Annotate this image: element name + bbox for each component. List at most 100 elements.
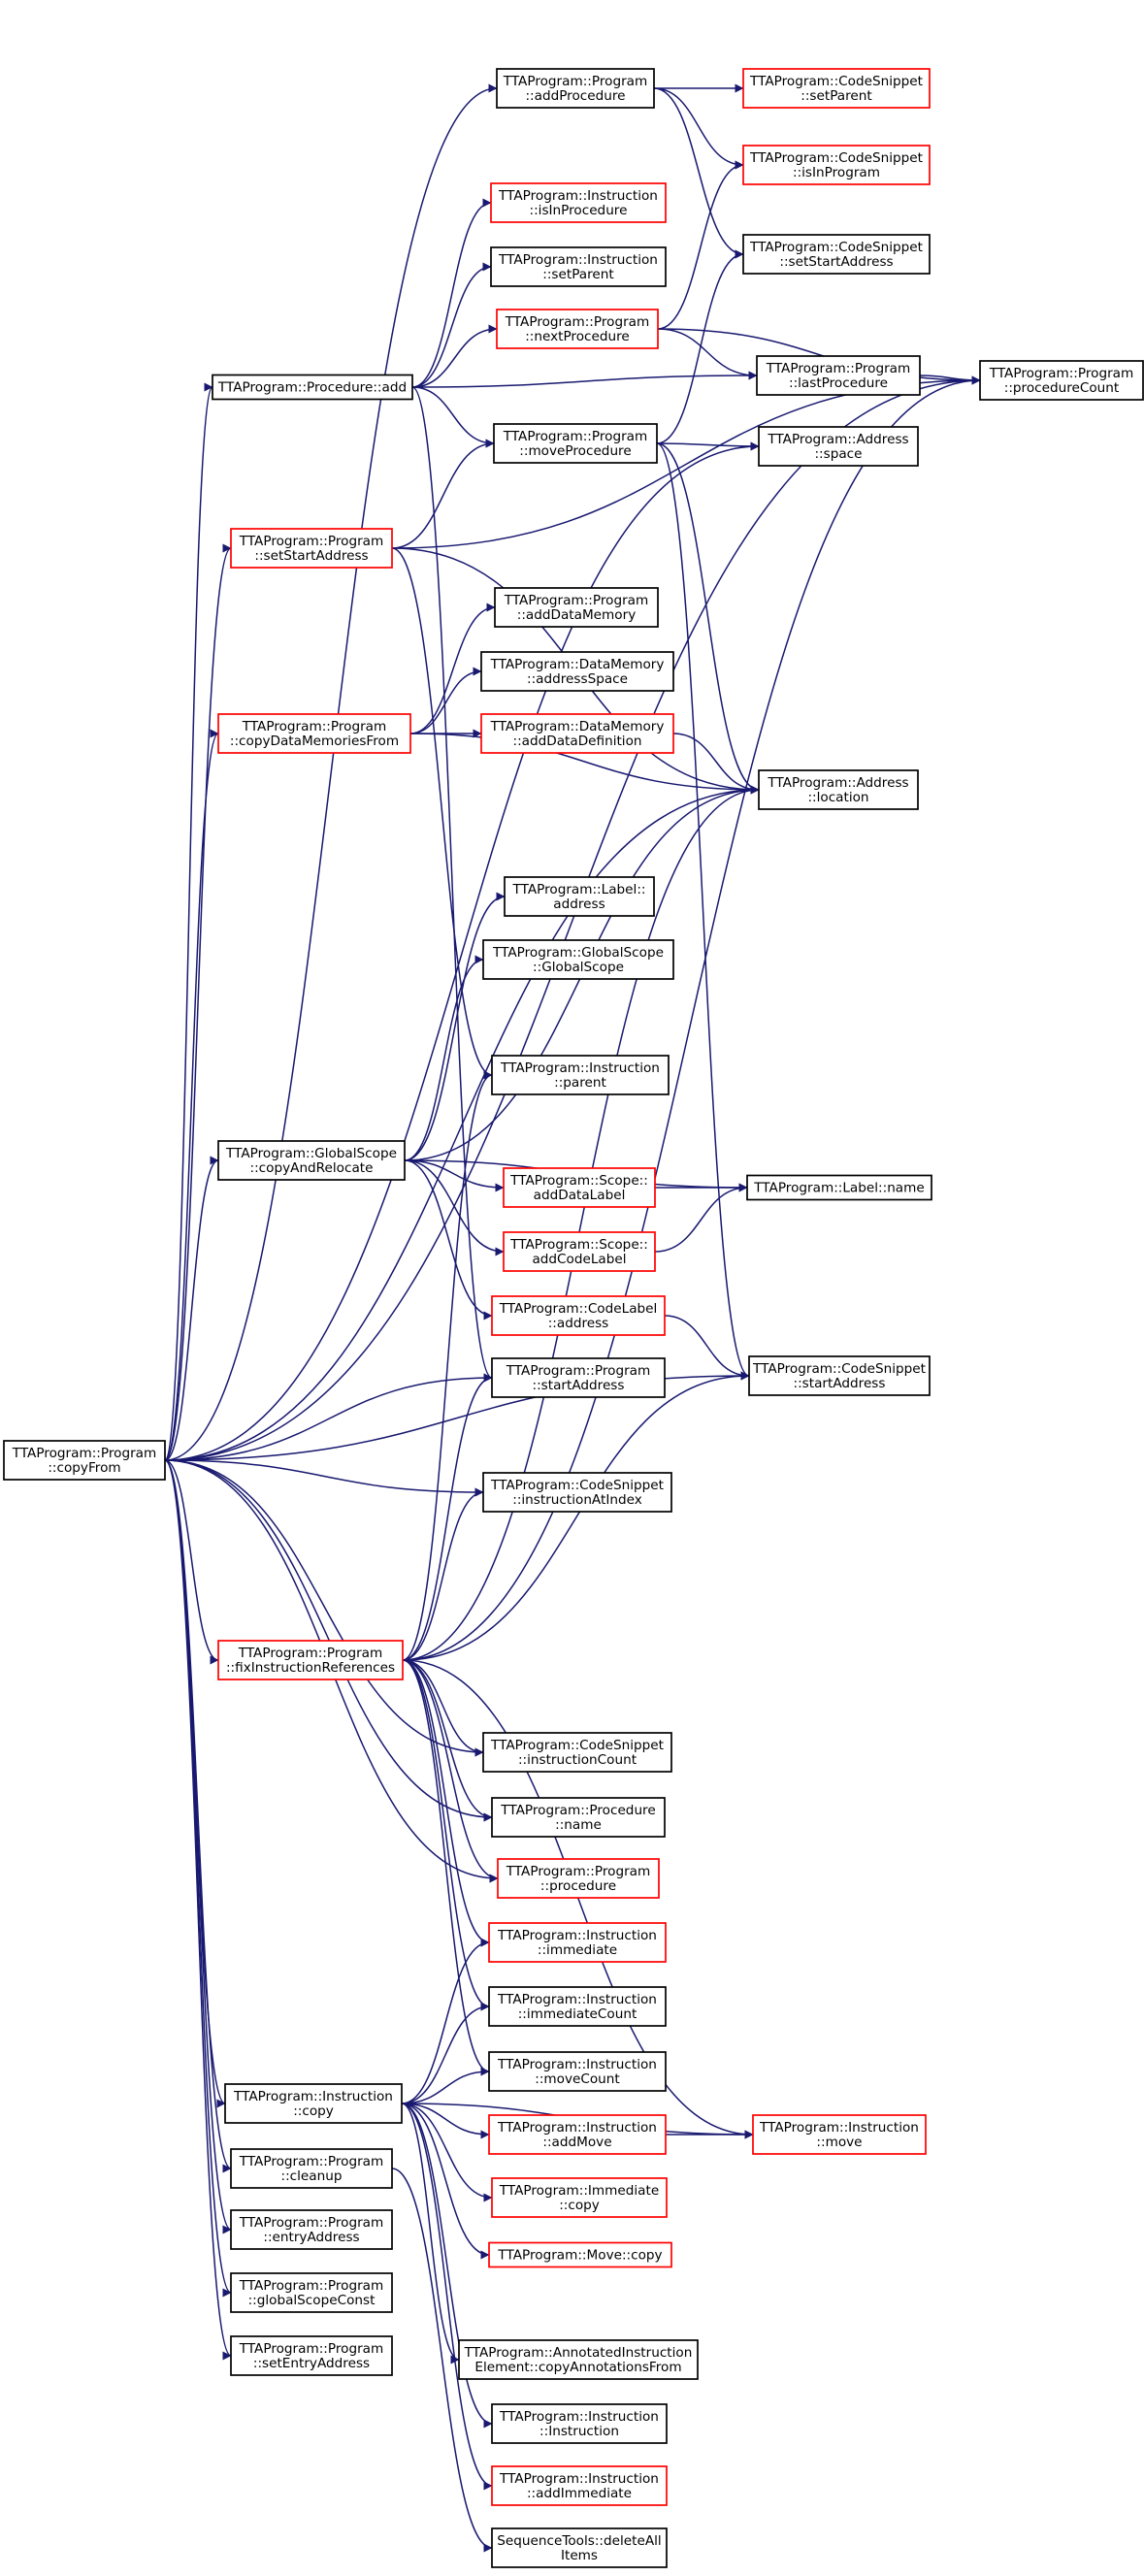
node-ins-is-in-procedure[interactable]: TTAProgram::Instruction::isInProcedure — [490, 182, 667, 223]
node-box — [493, 423, 658, 464]
node-label: TTAProgram::Instruction — [500, 1060, 660, 1076]
node-move-procedure[interactable]: TTAProgram::Program::moveProcedure — [493, 423, 658, 464]
nodes-layer: TTAProgram::Program::copyFromTTAProgram:… — [3, 68, 1144, 2568]
node-copy-from[interactable]: TTAProgram::Program::copyFrom — [3, 1440, 166, 1481]
node-label: address — [553, 897, 605, 912]
node-ins-immediate[interactable]: TTAProgram::Instruction::immediate — [488, 1922, 667, 1963]
node-label: ::startAddress — [794, 1376, 886, 1391]
edge-gs-copy-and-relocate-to-scope-add-code-label — [404, 1159, 505, 1256]
node-box — [494, 587, 659, 628]
node-prog-start-address[interactable]: TTAProgram::Program::startAddress — [491, 1357, 666, 1398]
node-label: TTAProgram::Immediate — [499, 2183, 659, 2199]
node-ins-instruction[interactable]: TTAProgram::Instruction::Instruction — [491, 2403, 668, 2444]
node-cs-is-in-program[interactable]: TTAProgram::CodeSnippet::isInProgram — [742, 145, 931, 185]
node-prog-set-entry-address[interactable]: TTAProgram::Program::setEntryAddress — [230, 2335, 393, 2376]
node-move-copy[interactable]: TTAProgram::Move::copy — [488, 2241, 672, 2268]
node-scope-add-code-label[interactable]: TTAProgram::Scope::addCodeLabel — [503, 1231, 656, 1272]
node-label: TTAProgram::Label:: — [512, 882, 646, 897]
node-label: ::copyAndRelocate — [250, 1160, 374, 1176]
node-label: TTAProgram::Address — [767, 775, 908, 791]
node-label: ::setEntryAddress — [253, 2356, 370, 2371]
node-prog-global-scope-const[interactable]: TTAProgram::Program::globalScopeConst — [230, 2272, 393, 2313]
node-label: TTAProgram::Instruction — [497, 1928, 657, 1943]
node-label: TTAProgram::Program — [503, 74, 647, 89]
node-scope-add-data-label[interactable]: TTAProgram::Scope::addDataLabel — [503, 1167, 656, 1208]
node-ins-set-parent[interactable]: TTAProgram::Instruction::setParent — [490, 246, 667, 287]
node-box — [217, 1140, 406, 1181]
node-box — [742, 145, 931, 185]
node-cs-set-parent[interactable]: TTAProgram::CodeSnippet::setParent — [742, 68, 931, 109]
node-label: ::startAddress — [533, 1378, 625, 1393]
node-box — [482, 1472, 672, 1513]
node-ins-immediate-count[interactable]: TTAProgram::Instruction::immediateCount — [488, 1986, 667, 2027]
node-proc-name[interactable]: TTAProgram::Procedure::name — [491, 1797, 666, 1838]
node-fix-instruction-references[interactable]: TTAProgram::Program::fixInstructionRefer… — [217, 1640, 404, 1680]
node-label: ::isInProcedure — [530, 203, 628, 218]
node-ins-move[interactable]: TTAProgram::Instruction::move — [752, 2114, 927, 2155]
node-box — [497, 1858, 660, 1899]
node-label: ::immediateCount — [518, 2006, 637, 2022]
node-box — [230, 2272, 393, 2313]
node-label: TTAProgram::Instruction — [497, 2057, 657, 2072]
node-dm-add-data-definition[interactable]: TTAProgram::DataMemory::addDataDefinitio… — [480, 713, 674, 754]
node-label: TTAProgram::CodeSnippet — [490, 1478, 664, 1493]
node-add-data-memory[interactable]: TTAProgram::Program::addDataMemory — [494, 587, 659, 628]
node-label: TTAProgram::Scope:: — [509, 1237, 648, 1253]
node-box — [480, 651, 674, 692]
edge-gs-copy-and-relocate-to-gs-global-scope — [404, 955, 484, 1161]
node-label: TTAProgram::Instruction — [759, 2120, 919, 2136]
node-label: TTAProgram::Program — [506, 1864, 650, 1879]
node-label-name[interactable]: TTAProgram::Label::name — [746, 1174, 932, 1201]
edge-copy-from-to-prog-start-address — [164, 1373, 493, 1461]
node-aie-copy-annotations-from[interactable]: TTAProgram::AnnotatedInstructionElement:… — [458, 2339, 699, 2380]
node-next-procedure[interactable]: TTAProgram::Program::nextProcedure — [496, 309, 659, 349]
node-box — [490, 246, 667, 287]
node-box — [503, 1231, 656, 1272]
node-last-procedure[interactable]: TTAProgram::Program::lastProcedure — [756, 355, 921, 396]
node-procedure-count[interactable]: TTAProgram::Program::procedureCount — [979, 360, 1144, 401]
node-label-address[interactable]: TTAProgram::Label::address — [504, 876, 655, 917]
node-gs-copy-and-relocate[interactable]: TTAProgram::GlobalScope::copyAndRelocate — [217, 1140, 406, 1181]
node-proc-add[interactable]: TTAProgram::Procedure::add — [212, 374, 413, 401]
node-box — [480, 713, 674, 754]
node-prog-procedure[interactable]: TTAProgram::Program::procedure — [497, 1858, 660, 1899]
node-codelabel-address[interactable]: TTAProgram::CodeLabel::address — [491, 1295, 666, 1336]
edge-ins-copy-to-ins-add-immediate — [401, 2103, 493, 2491]
node-label: TTAProgram::Program — [239, 534, 383, 549]
node-cs-set-start-address[interactable]: TTAProgram::CodeSnippet::setStartAddress — [742, 234, 931, 275]
node-ins-parent[interactable]: TTAProgram::Instruction::parent — [491, 1055, 670, 1095]
node-label: TTAProgram::Instruction — [233, 2089, 393, 2104]
node-add-procedure[interactable]: TTAProgram::Program::addProcedure — [496, 68, 655, 109]
edge-gs-copy-and-relocate-to-label-address — [404, 892, 506, 1161]
node-cs-instruction-count[interactable]: TTAProgram::CodeSnippet::instructionCoun… — [482, 1732, 672, 1773]
node-box — [230, 2209, 393, 2250]
edge-copy-data-memories-from-to-dm-address-space — [409, 667, 482, 734]
node-prog-entry-address[interactable]: TTAProgram::Program::entryAddress — [230, 2209, 393, 2250]
edge-move-procedure-to-addr-space — [656, 441, 760, 451]
node-dm-address-space[interactable]: TTAProgram::DataMemory::addressSpace — [480, 651, 674, 692]
node-addr-space[interactable]: TTAProgram::Address::space — [758, 426, 919, 467]
node-label: ::entryAddress — [263, 2230, 359, 2245]
node-box — [488, 2114, 667, 2155]
node-label: ::addImmediate — [527, 2486, 632, 2501]
node-ins-add-move[interactable]: TTAProgram::Instruction::addMove — [488, 2114, 667, 2155]
node-ins-copy[interactable]: TTAProgram::Instruction::copy — [224, 2083, 403, 2124]
node-box — [752, 2114, 927, 2155]
node-label: TTAProgram::GlobalScope — [492, 945, 664, 961]
node-cs-instruction-at-index[interactable]: TTAProgram::CodeSnippet::instructionAtIn… — [482, 1472, 672, 1513]
node-ins-move-count[interactable]: TTAProgram::Instruction::moveCount — [488, 2051, 667, 2092]
node-label: TTAProgram::Label::name — [753, 1181, 925, 1196]
node-addr-location[interactable]: TTAProgram::Address::location — [758, 769, 919, 810]
node-imm-copy[interactable]: TTAProgram::Immediate::copy — [491, 2177, 668, 2218]
node-prog-cleanup[interactable]: TTAProgram::Program::cleanup — [230, 2148, 393, 2189]
node-box — [496, 68, 655, 109]
node-cs-start-address[interactable]: TTAProgram::CodeSnippet::startAddress — [748, 1355, 931, 1396]
node-ins-add-immediate[interactable]: TTAProgram::Instruction::addImmediate — [491, 2465, 668, 2506]
node-copy-data-memories-from[interactable]: TTAProgram::Program::copyDataMemoriesFro… — [217, 713, 411, 754]
node-set-start-address[interactable]: TTAProgram::Program::setStartAddress — [230, 528, 393, 569]
node-box — [758, 426, 919, 467]
node-label: TTAProgram::Instruction — [497, 2120, 657, 2136]
edge-fix-instruction-references-to-procedure-count — [402, 375, 981, 1661]
node-gs-global-scope[interactable]: TTAProgram::GlobalScope::GlobalScope — [482, 939, 674, 980]
